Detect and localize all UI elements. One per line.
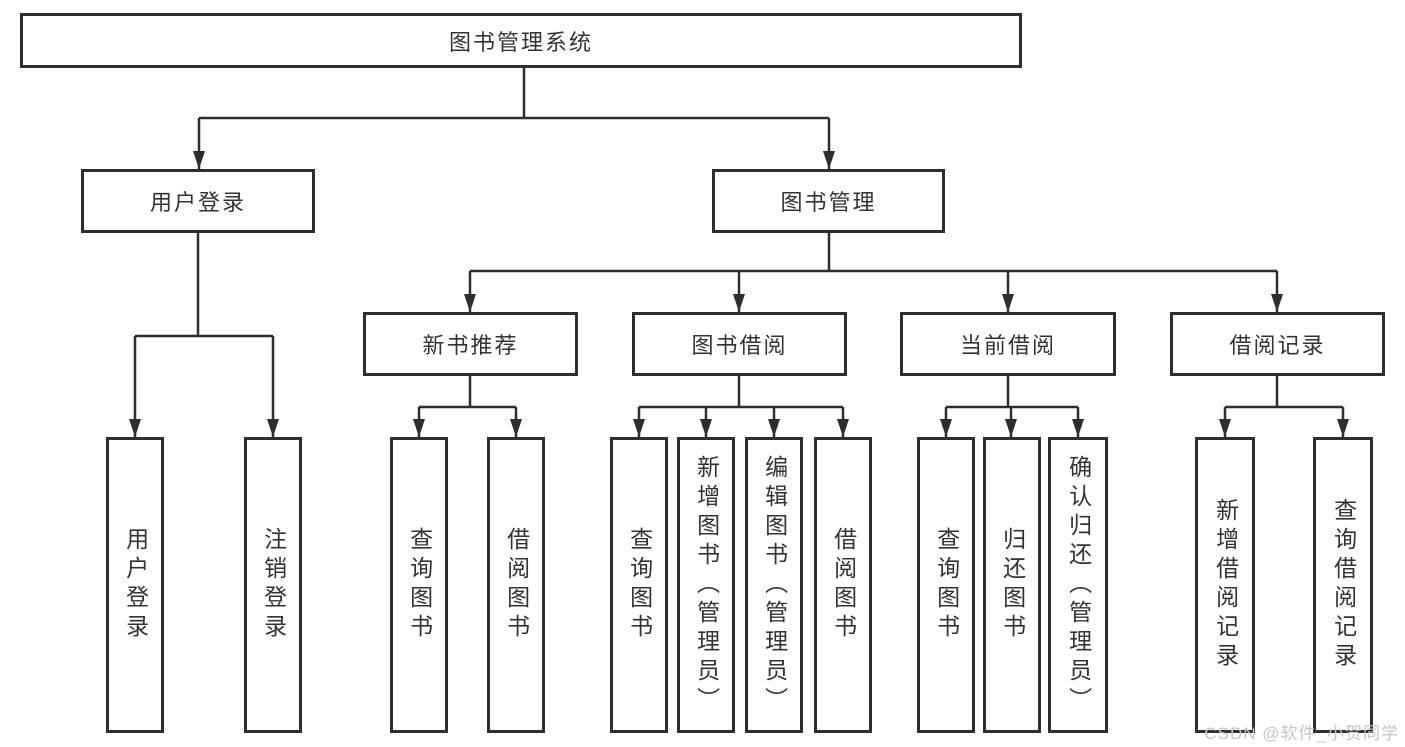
leaf-borrow-books-recommend: 借阅图书 [487, 437, 545, 733]
leaf-return-book: 归还图书 [983, 437, 1041, 733]
leaf-borrow-books: 借阅图书 [814, 437, 872, 733]
leaf-borrow-books-label: 借阅图书 [830, 527, 857, 643]
node-borrow-records-label: 借阅记录 [1229, 333, 1326, 358]
leaf-query-books-borrow-label: 查询图书 [626, 527, 653, 643]
leaf-add-book-admin-label: 新增图书（管理员） [693, 454, 720, 716]
leaf-confirm-return-admin: 确认归还（管理员） [1048, 437, 1108, 733]
leaf-add-borrow-record-label: 新增借阅记录 [1212, 498, 1239, 672]
leaf-query-books-recommend: 查询图书 [390, 437, 448, 733]
leaf-user-login: 用户登录 [106, 437, 164, 733]
leaf-confirm-return-admin-label: 确认归还（管理员） [1065, 454, 1092, 716]
leaf-edit-book-admin-label: 编辑图书（管理员） [761, 454, 788, 716]
leaf-query-books-recommend-label: 查询图书 [406, 527, 433, 643]
node-current-borrow-label: 当前借阅 [959, 333, 1056, 358]
node-root: 图书管理系统 [20, 13, 1022, 68]
leaf-return-book-label: 归还图书 [999, 527, 1026, 643]
node-current-borrow: 当前借阅 [900, 312, 1116, 376]
leaf-add-book-admin: 新增图书（管理员） [677, 437, 735, 733]
leaf-add-borrow-record: 新增借阅记录 [1195, 437, 1255, 733]
leaf-borrow-books-recommend-label: 借阅图书 [503, 527, 530, 643]
leaf-edit-book-admin: 编辑图书（管理员） [745, 437, 803, 733]
leaf-query-borrow-record: 查询借阅记录 [1313, 437, 1373, 733]
node-borrow-records: 借阅记录 [1170, 312, 1385, 376]
node-new-book-recommend-label: 新书推荐 [422, 333, 519, 358]
leaf-query-books-current-label: 查询图书 [933, 527, 960, 643]
leaf-query-books-borrow: 查询图书 [610, 437, 668, 733]
leaf-query-books-current: 查询图书 [917, 437, 975, 733]
node-root-label: 图书管理系统 [448, 29, 593, 55]
node-book-management-label: 图书管理 [780, 190, 877, 215]
node-book-borrow: 图书借阅 [632, 312, 847, 376]
leaf-user-login-label: 用户登录 [122, 527, 149, 643]
leaf-query-borrow-record-label: 查询借阅记录 [1330, 498, 1357, 672]
node-new-book-recommend: 新书推荐 [363, 312, 578, 376]
node-user-login-label: 用户登录 [149, 190, 246, 215]
node-book-management: 图书管理 [712, 169, 945, 233]
node-book-borrow-label: 图书借阅 [691, 333, 788, 358]
leaf-logout-label: 注销登录 [260, 527, 287, 643]
node-user-login: 用户登录 [81, 169, 315, 233]
csdn-watermark: CSDN @软件_小贺同学 [1204, 724, 1399, 743]
leaf-logout: 注销登录 [244, 437, 302, 733]
